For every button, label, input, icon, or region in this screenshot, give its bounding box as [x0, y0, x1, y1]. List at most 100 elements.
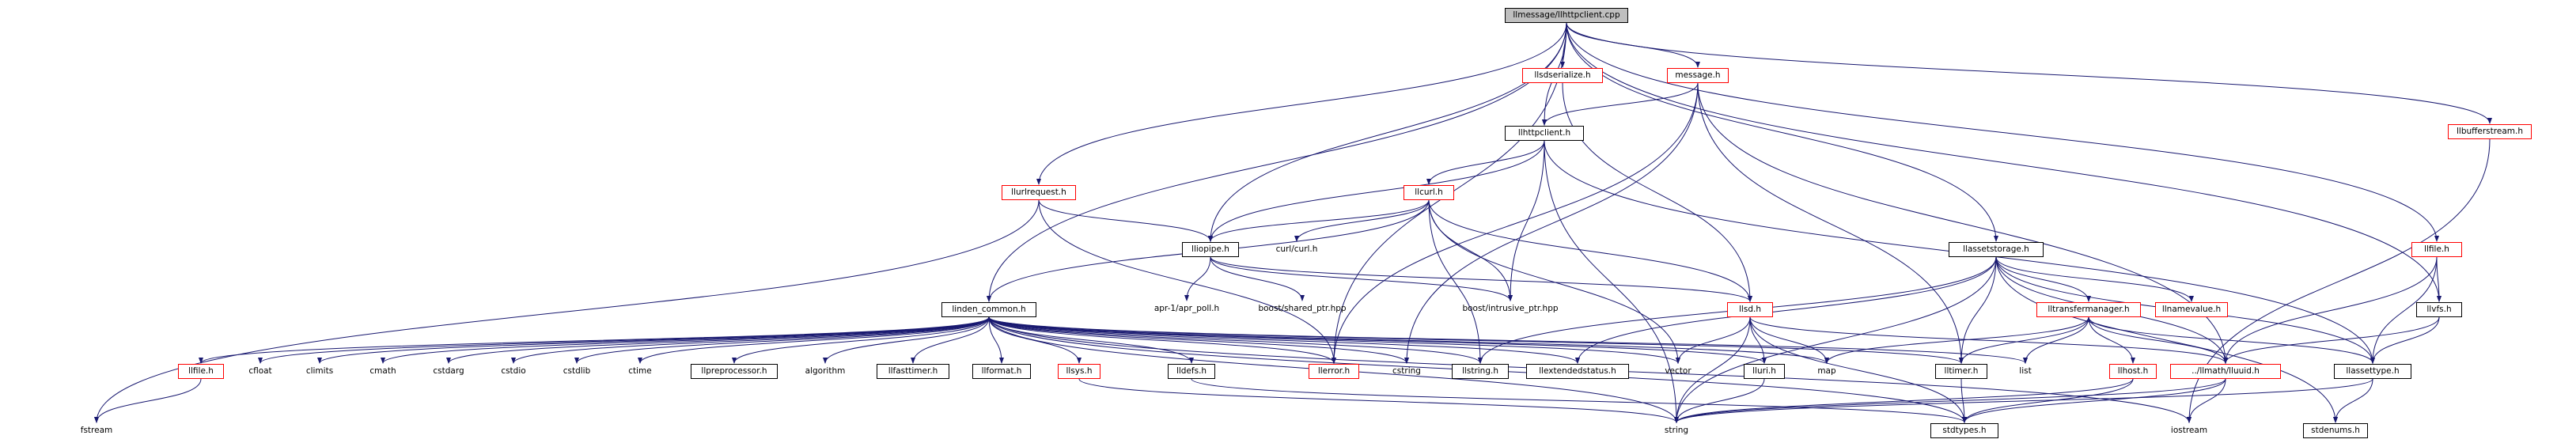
edge-llurlrequest-to-fstream: [94, 199, 1040, 423]
node-llfasttimer[interactable]: llfasttimer.h: [877, 364, 949, 379]
node-llcurl[interactable]: llcurl.h: [1404, 185, 1454, 200]
node-cmath: cmath: [369, 366, 396, 376]
node-llnamevalue[interactable]: llnamevalue.h: [2155, 302, 2228, 317]
edge-root-to-lliopipe: [1208, 22, 1567, 242]
edge-llassettype-to-stdenums: [2333, 378, 2373, 423]
edge-llhttpclient-to-string: [1544, 140, 1679, 423]
node-vector: vector: [1665, 366, 1691, 376]
node-llstring[interactable]: llstring.h: [1452, 364, 1509, 379]
node-iostream: iostream: [2170, 426, 2208, 435]
node-lliopipe[interactable]: lliopipe.h: [1182, 242, 1239, 257]
node-fstream: fstream: [80, 426, 113, 435]
edge-llvfs-to-llassettype: [2370, 316, 2440, 364]
edge-llhttpclient-to-llcurl: [1426, 140, 1545, 185]
node-cstdarg: cstdarg: [433, 366, 464, 376]
node-boostshared: boost/shared_ptr.hpp: [1258, 304, 1347, 313]
edge-llsd-to-stdtypes: [1749, 316, 1967, 423]
edge-message-to-cstring: [1404, 82, 1699, 364]
node-cstdlib: cstdlib: [563, 366, 591, 376]
node-algorithm: algorithm: [805, 366, 846, 376]
node-string: string: [1664, 426, 1689, 435]
edge-llassetstorage-to-llnamevalue: [1995, 256, 2194, 302]
edge-lllinden-to-llstring: [988, 316, 1483, 364]
node-curlcurl: curl/curl.h: [1275, 244, 1318, 254]
edge-lllinden-to-cstdlib: [574, 316, 990, 364]
edge-lllinden-to-cstdarg: [446, 316, 990, 364]
node-message[interactable]: message.h: [1667, 68, 1729, 83]
node-stdtypes[interactable]: stdtypes.h: [1930, 423, 1998, 438]
edge-root-to-llvfs: [1566, 22, 2442, 302]
node-llerror[interactable]: llerror.h: [1309, 364, 1359, 379]
edge-lllinden-to-llformat: [988, 316, 1004, 364]
edge-llsd-to-map: [1749, 316, 1829, 364]
edge-llcurl-to-llstring: [1428, 199, 1483, 364]
node-llhttpclient[interactable]: llhttpclient.h: [1505, 126, 1584, 141]
node-llfile2[interactable]: llfile.h: [178, 364, 224, 379]
edge-lluuid-to-iostream: [2187, 378, 2226, 423]
edge-lltransfermanager-to-lluuid: [2088, 316, 2228, 364]
edge-lllinden-to-vector: [988, 316, 1680, 364]
edge-llhost-to-stdtypes: [1962, 378, 2134, 423]
edge-lltransfermanager-to-map: [1824, 316, 2089, 364]
edge-llfile2-to-fstream: [94, 378, 202, 423]
edge-lllinden-to-llfasttimer: [911, 316, 990, 364]
edge-llsd-to-lluri: [1749, 316, 1767, 364]
edge-message-to-lltimer: [1697, 82, 1964, 364]
edge-llassettype-to-string: [1674, 378, 2373, 423]
node-lluuid[interactable]: ../llmath/lluuid.h: [2170, 364, 2281, 379]
edge-lliopipe-to-aprpoll: [1184, 256, 1211, 301]
node-llassetstorage[interactable]: llassetstorage.h: [1949, 242, 2044, 257]
edge-llsys-to-string: [1078, 378, 1679, 423]
edge-llsd-to-vector: [1676, 316, 1751, 364]
node-cfloat: cfloat: [248, 366, 272, 376]
node-aprpoll: apr-1/apr_poll.h: [1154, 304, 1220, 313]
node-map: map: [1817, 366, 1836, 376]
node-lltransfermanager[interactable]: lltransfermanager.h: [2036, 302, 2141, 317]
edge-llcurl-to-llsd: [1428, 199, 1752, 302]
edge-lllinden-to-cmath: [381, 316, 990, 364]
edge-lllinden-to-llsys: [988, 316, 1082, 364]
node-llsd[interactable]: llsd.h: [1727, 302, 1773, 317]
node-llvfs[interactable]: llvfs.h: [2416, 302, 2462, 317]
node-lltimer[interactable]: lltimer.h: [1935, 364, 1987, 379]
edge-lllinden-to-lluri: [988, 316, 1767, 364]
edge-llhttpclient-to-boostintrusive: [1508, 140, 1545, 301]
node-llsys[interactable]: llsys.h: [1058, 364, 1100, 379]
node-lldefs[interactable]: lldefs.h: [1168, 364, 1215, 379]
edge-lluuid-to-string: [1674, 378, 2226, 423]
edge-lllinden-to-llextended: [988, 316, 1580, 364]
edge-message-to-llhttpclient: [1542, 82, 1699, 126]
node-cstring: cstring: [1392, 366, 1421, 376]
edge-lllinden-to-cstring: [988, 316, 1409, 364]
edge-llbufferstream-to-iostream: [2187, 138, 2491, 423]
node-stdenums[interactable]: stdenums.h: [2303, 423, 2368, 438]
edge-lltransfermanager-to-list: [2023, 316, 2089, 364]
node-llbufferstream[interactable]: llbufferstream.h: [2448, 124, 2532, 139]
edge-lltimer-to-stdtypes: [1960, 378, 1967, 423]
node-lluri[interactable]: lluri.h: [1744, 364, 1785, 379]
node-llassettype[interactable]: llassettype.h: [2334, 364, 2411, 379]
edge-lluri-to-string: [1674, 378, 1765, 423]
edge-lllinden-to-map: [988, 316, 1829, 364]
node-llextended[interactable]: llextendedstatus.h: [1526, 364, 1629, 379]
edge-llfile-to-llassettype: [2370, 256, 2438, 364]
node-llformat[interactable]: llformat.h: [972, 364, 1031, 379]
node-llpreprocessor[interactable]: llpreprocessor.h: [691, 364, 778, 379]
node-llhost[interactable]: llhost.h: [2109, 364, 2157, 379]
edge-llassetstorage-to-lltimer: [1959, 256, 1997, 364]
edge-llsd-to-lluuid: [1749, 316, 2228, 364]
node-llfile[interactable]: llfile.h: [2411, 242, 2462, 257]
edge-lliopipe-to-boostintrusive: [1210, 256, 1513, 301]
node-ctime: ctime: [628, 366, 652, 376]
edge-llfile-to-llvfs: [2436, 256, 2442, 302]
edge-llcurl-to-curlcurl: [1294, 199, 1430, 242]
node-llurlrequest[interactable]: llurlrequest.h: [1002, 185, 1076, 200]
edge-llvfs-to-lluuid: [2223, 316, 2440, 364]
edge-lluuid-to-stdtypes: [1962, 378, 2226, 423]
edge-root-to-llfile: [1566, 22, 2439, 242]
edge-llfile-to-lluuid: [2223, 256, 2438, 364]
node-lllinden[interactable]: linden_common.h: [941, 302, 1036, 317]
node-llsdserialize[interactable]: llsdserialize.h: [1522, 68, 1603, 83]
edge-llcurl-to-vector: [1428, 199, 1680, 364]
